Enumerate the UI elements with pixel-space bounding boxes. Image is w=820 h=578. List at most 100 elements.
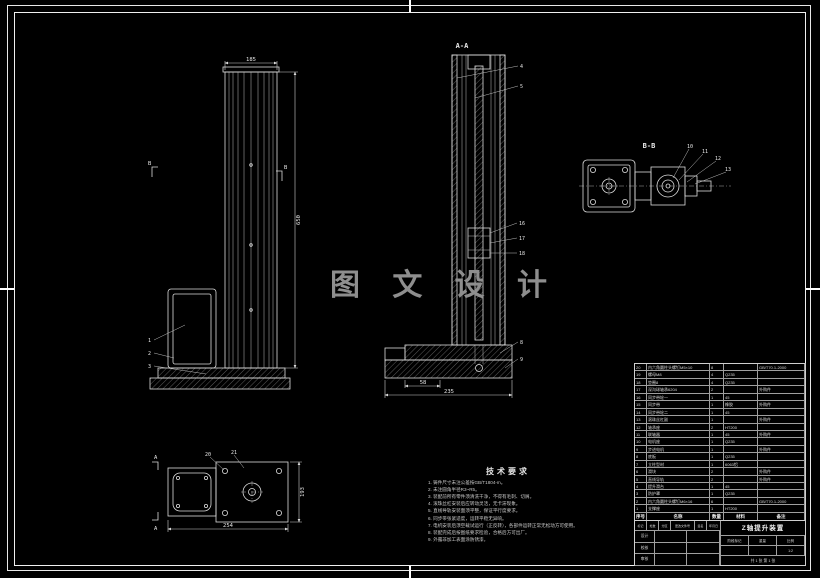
dim-label: 235 bbox=[444, 389, 454, 395]
technical-requirements-title: 技术要求 bbox=[486, 467, 530, 476]
bom-cell bbox=[758, 393, 805, 402]
bom-cell bbox=[758, 460, 805, 469]
tech-requirement-item: 9. 外露非加工表面涂防锈漆。 bbox=[428, 536, 489, 542]
bom-cell bbox=[724, 445, 758, 454]
bom-cell: 防护罩 bbox=[647, 490, 710, 498]
bom-cell: 同步带轮一 bbox=[647, 393, 710, 402]
section-leaders: 4 5 16 17 18 8 9 bbox=[456, 64, 525, 369]
bom-cell: 电机座 bbox=[647, 438, 710, 446]
bottom-dimensions: 254 193 bbox=[167, 461, 306, 532]
balloon-number: 8 bbox=[520, 340, 523, 346]
balloon-number: 3 bbox=[148, 364, 151, 370]
bom-cell: 直线导轨 bbox=[647, 475, 710, 483]
dim-label: 254 bbox=[223, 523, 234, 529]
sign-label: 设计 bbox=[635, 531, 655, 543]
bom-cell: 联轴器 bbox=[647, 430, 710, 439]
bom-cell bbox=[758, 505, 805, 513]
bom-cell: 13 bbox=[635, 416, 647, 424]
balloon-number: 21 bbox=[231, 450, 237, 456]
bom-cell: 1 bbox=[635, 505, 647, 513]
bom-cell: 滚珠丝杠副 bbox=[647, 416, 710, 424]
bom-cell: 2 bbox=[710, 468, 724, 476]
bom-cell: 7 bbox=[635, 460, 647, 469]
bom-cell: 轴承座 bbox=[647, 423, 710, 431]
bom-cell: 6 bbox=[710, 497, 724, 506]
scale-label: 比例 bbox=[777, 536, 805, 547]
bom-cell bbox=[724, 497, 758, 506]
bom-cell: 16 bbox=[635, 393, 647, 402]
bom-cell: 45 bbox=[724, 430, 758, 439]
bom-cell: 1 bbox=[710, 393, 724, 402]
bom-cell: 10 bbox=[635, 438, 647, 446]
center-tick-bottom bbox=[409, 566, 411, 578]
side-view-bb: B-B 10 11 12 13 bbox=[579, 142, 731, 213]
sign-label: 审核 bbox=[635, 554, 655, 566]
bom-cell: Q235 bbox=[724, 378, 758, 387]
scale-value: 1:2 bbox=[777, 546, 805, 557]
sign-blank bbox=[655, 554, 687, 566]
sign-blank bbox=[687, 542, 720, 554]
revision-header-cell: 更改文件号 bbox=[671, 521, 695, 531]
bom-cell bbox=[758, 408, 805, 417]
meta-labels-row: 阶段标记 重量 比例 bbox=[721, 536, 805, 547]
revision-row: 标记 处数 分区 更改文件号 签名 年月日 bbox=[635, 521, 721, 531]
bom-cell: 1 bbox=[710, 483, 724, 491]
bom-cell bbox=[758, 378, 805, 387]
bom-cell: 橡胶 bbox=[724, 401, 758, 409]
bom-cell: Q235 bbox=[724, 438, 758, 446]
bom-cell: 外购件 bbox=[758, 401, 805, 409]
drawing-title: Z轴提升装置 bbox=[721, 521, 805, 537]
balloon-number: 4 bbox=[520, 64, 523, 70]
bom-cell: 2 bbox=[710, 475, 724, 483]
sign-blank bbox=[687, 554, 720, 566]
tech-requirement-item: 8. 装配完成后按图纸要求检验，合格后方可出厂。 bbox=[428, 529, 530, 535]
dim-label: 650 bbox=[296, 215, 302, 225]
bom-cell: 1 bbox=[710, 445, 724, 454]
bom-cell: 2 bbox=[710, 423, 724, 431]
bom-cell: 4 bbox=[710, 378, 724, 387]
bom-cell: 1 bbox=[710, 438, 724, 446]
bom-cell: 内六角圆柱头螺钉M6×16 bbox=[647, 497, 710, 506]
meta-values-row: 1:2 bbox=[721, 546, 805, 557]
bom-cell: 9 bbox=[635, 445, 647, 454]
bom-cell: 18 bbox=[635, 378, 647, 387]
balloon-number: 20 bbox=[205, 452, 211, 458]
bom-cell bbox=[758, 483, 805, 491]
front-view-base bbox=[149, 367, 291, 390]
bom-cell: 1 bbox=[710, 408, 724, 417]
tech-requirement-item: 5. 直线导轨安装面须平整，保证平行度要求。 bbox=[428, 508, 521, 514]
balloon-number: 2 bbox=[148, 351, 151, 357]
watermark: 图 文 设 计 bbox=[330, 269, 560, 302]
revision-header-cell: 标记 bbox=[635, 521, 647, 531]
tech-requirement-item: 6. 同步带张紧适度，运转平稳无异响。 bbox=[428, 515, 507, 521]
bom-cell bbox=[758, 490, 805, 498]
bom-cell: 外购件 bbox=[758, 445, 805, 454]
sign-label: 校核 bbox=[635, 542, 655, 554]
weight-label: 重量 bbox=[749, 536, 777, 547]
bom-cell bbox=[758, 438, 805, 446]
bom-cell bbox=[758, 423, 805, 431]
bom-cell: 同步带轮二 bbox=[647, 408, 710, 417]
side-leaders: 10 11 12 13 bbox=[672, 144, 731, 185]
section-mark-label: A bbox=[154, 526, 158, 532]
bom-cell: 深沟球轴承6204 bbox=[647, 386, 710, 394]
bom-cell: 5 bbox=[635, 475, 647, 483]
bom-cell: 45 bbox=[724, 393, 758, 402]
sign-blank bbox=[687, 531, 720, 543]
bom-cell bbox=[724, 416, 758, 424]
bom-cell bbox=[758, 453, 805, 461]
bom-cell: 15 bbox=[635, 401, 647, 409]
bom-cell: HT200 bbox=[724, 505, 758, 513]
weight-value bbox=[749, 546, 777, 557]
dim-label: 58 bbox=[420, 380, 427, 386]
